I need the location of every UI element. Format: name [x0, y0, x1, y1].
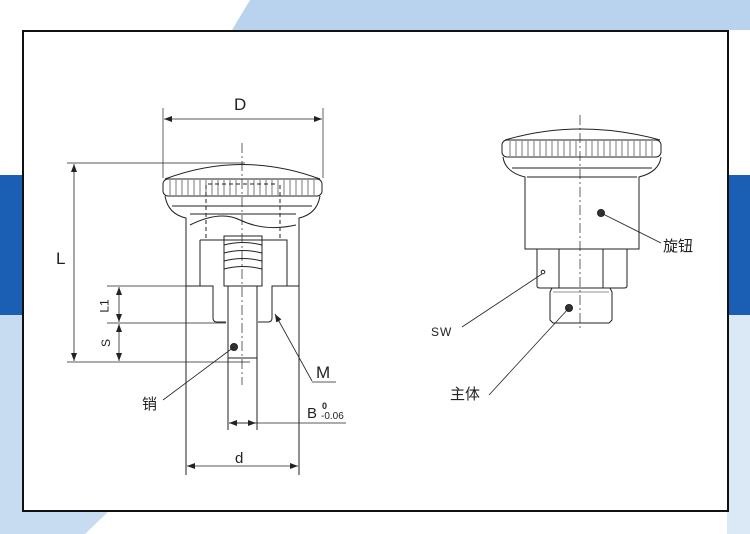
dim-d-label: d [235, 450, 244, 467]
tolerance-lower: -0.06 [321, 411, 344, 422]
dim-S-label: S [99, 338, 114, 348]
dim-B-label: B [307, 405, 318, 422]
part-pin-label: 销 [142, 396, 158, 413]
right-view-plunger [461, 115, 662, 396]
left-view-plunger [67, 108, 346, 475]
part-sw-label: SW [431, 325, 453, 339]
dim-L1-label: L1 [97, 299, 112, 313]
dim-L-label: L [56, 249, 66, 268]
dim-D-label: D [234, 95, 247, 114]
part-knob-label: 旋钮 [663, 238, 694, 255]
tolerance-upper: 0 [322, 401, 328, 411]
drawing-frame [22, 30, 729, 512]
part-body-label: 主体 [450, 386, 481, 403]
dim-M-label: M [316, 363, 331, 382]
